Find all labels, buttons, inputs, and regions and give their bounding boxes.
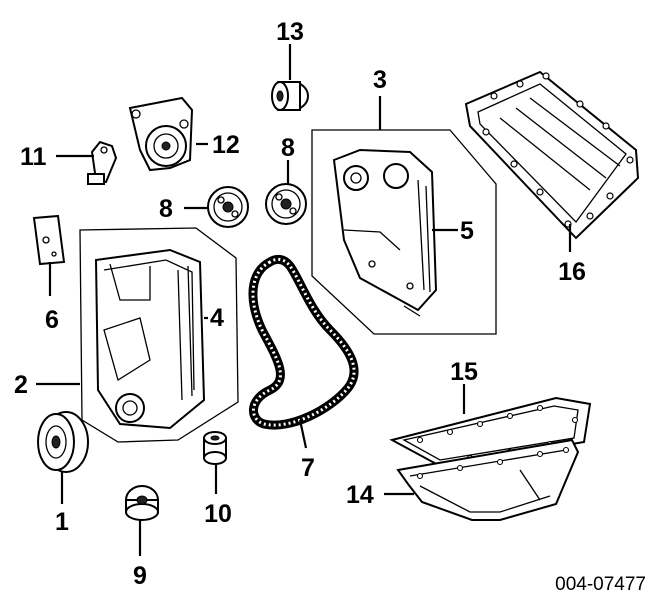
part-rear-cover-group	[79, 227, 239, 443]
part-timing-belt	[248, 254, 359, 430]
part-sprocket-right	[265, 183, 307, 225]
part-front-cover-group	[311, 129, 497, 335]
part-lower-oil-pan	[396, 438, 580, 521]
part-oil-pump-gear	[125, 485, 159, 521]
part-plate	[32, 214, 66, 266]
callout-9: 9	[133, 562, 147, 590]
callout-8-left: 8	[159, 195, 173, 223]
callout-16: 16	[558, 258, 586, 286]
part-bracket-bolt	[87, 140, 118, 185]
callout-13: 13	[276, 18, 304, 46]
callout-labels: 13 12 11 8 8 3 5 16 6 4 2 1 10 9 7 15 14	[14, 18, 586, 590]
callout-2: 2	[14, 371, 28, 399]
callout-7: 7	[301, 454, 315, 482]
part-upper-oil-pan	[464, 70, 640, 240]
callout-10: 10	[204, 500, 232, 528]
leader-lines	[36, 44, 572, 556]
callout-5: 5	[460, 217, 474, 245]
callout-6: 6	[45, 306, 59, 334]
callout-1: 1	[55, 508, 69, 536]
part-sprocket-left	[207, 186, 249, 228]
reference-code: 004-07477	[555, 574, 646, 595]
part-idler-pulley	[271, 81, 309, 111]
callout-8-right: 8	[281, 134, 295, 162]
callout-4: 4	[210, 304, 224, 332]
callout-3: 3	[373, 66, 387, 94]
callout-15: 15	[450, 358, 478, 386]
callout-12: 12	[212, 131, 240, 159]
part-crank-sprocket	[203, 431, 227, 465]
part-crank-pulley	[37, 411, 89, 473]
part-tensioner	[128, 96, 194, 172]
callout-14: 14	[346, 481, 374, 509]
callout-11: 11	[20, 143, 47, 171]
